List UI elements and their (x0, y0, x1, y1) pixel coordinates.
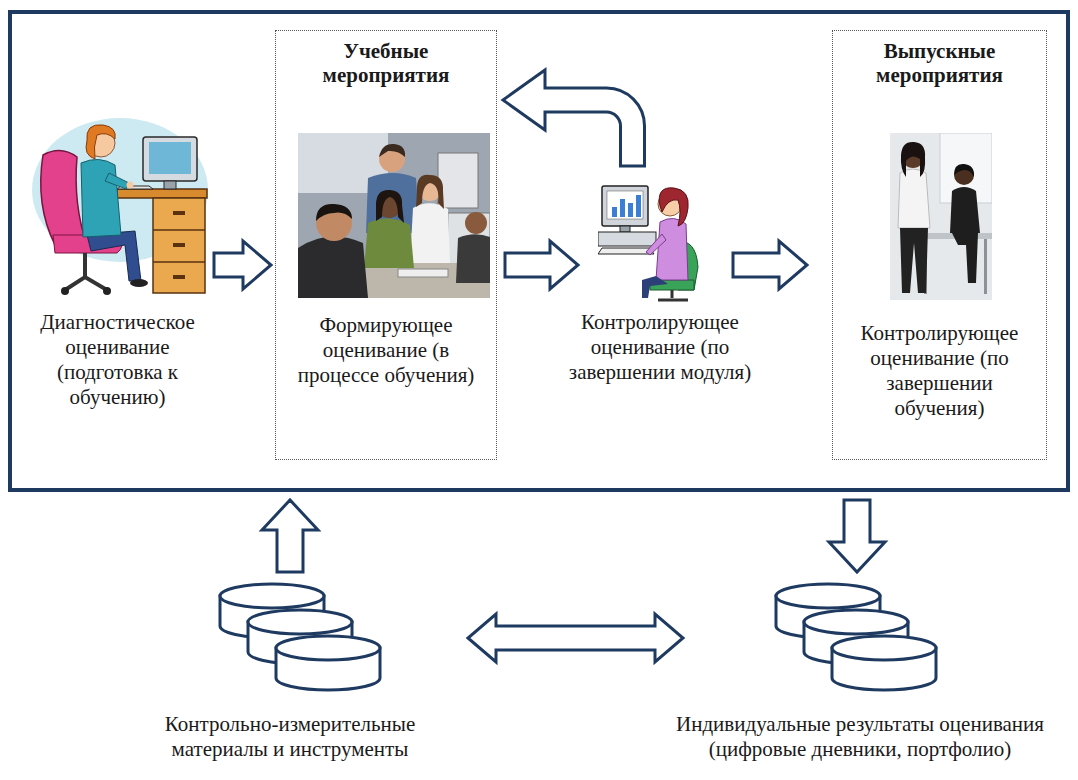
block-arrow (262, 500, 318, 572)
caption-node: Диагностическое оценивание (подготовка к… (20, 310, 215, 410)
caption: Контролирующее оценивание (по завершении… (833, 321, 1046, 421)
database-stack (220, 584, 380, 690)
activity-box: Выпускные мероприятияКонтролирующее оцен… (832, 30, 1047, 460)
photo (890, 133, 992, 300)
caption-node: Контролирующее оценивание (по завершении… (555, 310, 765, 385)
photo-classroom (298, 133, 490, 298)
block-arrow (505, 241, 578, 289)
box-heading: Учебные мероприятия (304, 39, 469, 87)
clipart-woman-desk (25, 85, 210, 300)
photo-meeting (890, 133, 992, 300)
database-stack (776, 584, 936, 690)
frame-border (10, 12, 1068, 490)
activity-box: Учебные мероприятияФормирующее оценивани… (275, 30, 497, 460)
caption: Формирующее оценивание (в процессе обуче… (276, 313, 496, 388)
photo (298, 133, 490, 298)
caption: Диагностическое оценивание (подготовка к… (20, 310, 215, 410)
clipart-woman-computer (598, 172, 703, 302)
database-icon (768, 580, 944, 696)
database-icon (212, 580, 388, 696)
caption: Контрольно-измерительные материалы и инс… (130, 712, 450, 762)
clipart (598, 186, 698, 300)
block-arrow (829, 500, 885, 572)
block-arrow (214, 241, 271, 289)
clipart (32, 118, 208, 295)
caption-node: Индивидуальные результаты оценивания (ци… (650, 712, 1070, 762)
caption: Контролирующее оценивание (по завершении… (555, 310, 765, 385)
caption-node: Контрольно-измерительные материалы и инс… (130, 712, 450, 762)
block-arrow (468, 614, 683, 662)
block-arrow (503, 70, 645, 166)
box-heading: Выпускные мероприятия (857, 39, 1022, 87)
caption: Индивидуальные результаты оценивания (ци… (650, 712, 1070, 762)
block-arrow (733, 241, 807, 289)
